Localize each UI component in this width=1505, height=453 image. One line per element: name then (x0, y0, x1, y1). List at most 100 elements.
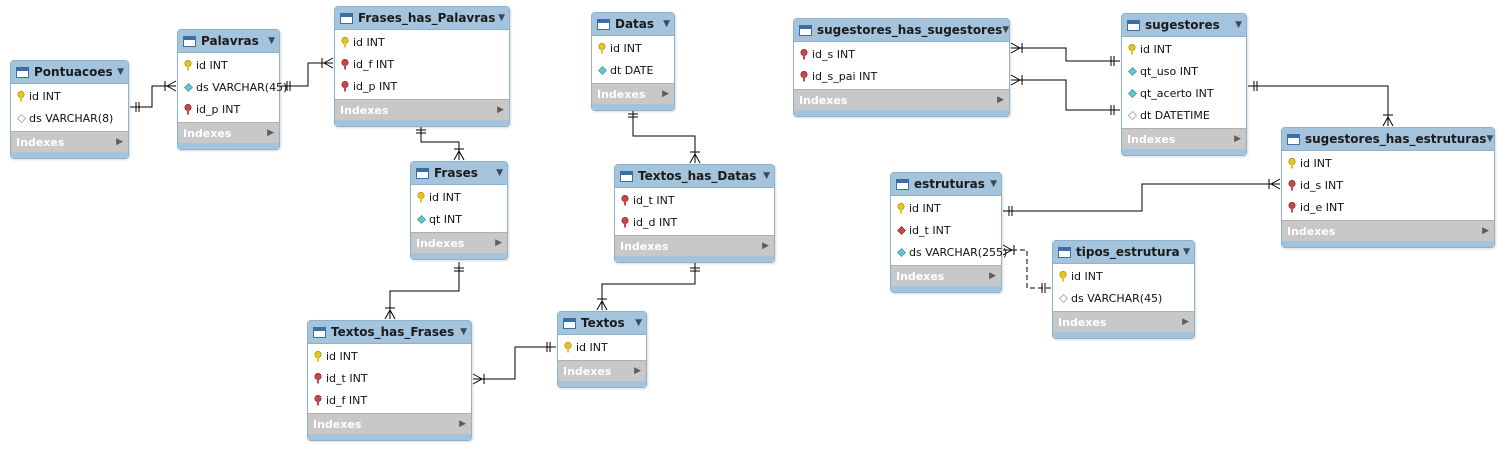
table-header[interactable]: Palavras▼ (178, 30, 279, 53)
indexes-bar[interactable]: Indexes▶ (558, 360, 646, 381)
expand-arrow-icon[interactable]: ▶ (1234, 134, 1241, 144)
expand-arrow-icon[interactable]: ▶ (634, 366, 641, 376)
column-row[interactable]: ds VARCHAR(45) (1053, 287, 1194, 309)
relationship-frases-to-textos-has-frases[interactable] (389, 262, 460, 319)
column-row[interactable]: qt INT (411, 208, 507, 230)
collapse-arrow-icon[interactable]: ▼ (498, 13, 505, 23)
expand-arrow-icon[interactable]: ▶ (662, 89, 669, 99)
column-row[interactable]: id_s_pai INT (794, 65, 1009, 87)
collapse-arrow-icon[interactable]: ▼ (990, 179, 997, 189)
table-header[interactable]: sugestores▼ (1122, 14, 1246, 37)
relationship-textos-to-textos-has-frases[interactable] (473, 346, 556, 380)
expand-arrow-icon[interactable]: ▶ (267, 128, 274, 138)
column-row[interactable]: id INT (558, 336, 646, 358)
collapse-arrow-icon[interactable]: ▼ (1486, 134, 1494, 144)
column-row[interactable]: id_d INT (615, 211, 774, 233)
table-header[interactable]: Frases_has_Palavras▼ (335, 7, 509, 30)
relationship-palavras-to-frases-has-palavras[interactable] (281, 62, 333, 87)
column-row[interactable]: ds VARCHAR(8) (11, 107, 128, 129)
column-row[interactable]: id_f INT (335, 53, 509, 75)
collapse-arrow-icon[interactable]: ▼ (268, 36, 275, 46)
indexes-bar[interactable]: Indexes▶ (891, 265, 1001, 286)
relationship-sugestores-to-sugestores-has-sugestores[interactable] (1011, 47, 1120, 62)
expand-arrow-icon[interactable]: ▶ (989, 271, 996, 281)
collapse-arrow-icon[interactable]: ▼ (1235, 20, 1242, 30)
indexes-bar[interactable]: Indexes▶ (335, 99, 509, 120)
column-row[interactable]: id_t INT (615, 189, 774, 211)
table-header[interactable]: tipos_estrutura▼ (1053, 241, 1194, 264)
column-row[interactable]: id_e INT (1282, 196, 1494, 218)
indexes-bar[interactable]: Indexes▶ (1122, 128, 1246, 149)
expand-arrow-icon[interactable]: ▶ (495, 238, 502, 248)
relationship-datas-to-textos-has-datas[interactable] (632, 108, 696, 163)
column-row[interactable]: id_p INT (178, 98, 279, 120)
relationship-textos-to-textos-has-datas[interactable] (601, 262, 696, 310)
indexes-bar[interactable]: Indexes▶ (308, 413, 471, 434)
expand-arrow-icon[interactable]: ▶ (762, 241, 769, 251)
expand-arrow-icon[interactable]: ▶ (1482, 226, 1489, 236)
collapse-arrow-icon[interactable]: ▼ (117, 67, 124, 77)
collapse-arrow-icon[interactable]: ▼ (663, 19, 670, 29)
relationship-pontuacoes-to-palavras[interactable] (130, 85, 176, 108)
expand-arrow-icon[interactable]: ▶ (497, 105, 504, 115)
table-header[interactable]: Textos▼ (558, 312, 646, 335)
column-row[interactable]: id INT (178, 54, 279, 76)
relationship-sugestores-to-sugestores-has-estruturas[interactable] (1248, 85, 1389, 126)
column-row[interactable]: id_s INT (794, 43, 1009, 65)
column-row[interactable]: dt DATE (592, 59, 674, 81)
column-row[interactable]: id_t INT (891, 219, 1001, 241)
indexes-bar[interactable]: Indexes▶ (178, 122, 279, 143)
column-row[interactable]: id INT (11, 85, 128, 107)
table-header[interactable]: Pontuacoes▼ (11, 61, 128, 84)
column-row[interactable]: id_p INT (335, 75, 509, 97)
column-row[interactable]: id INT (1122, 38, 1246, 60)
table-header[interactable]: Textos_has_Datas▼ (615, 165, 774, 188)
expand-arrow-icon[interactable]: ▶ (997, 95, 1004, 105)
indexes-bar[interactable]: Indexes▶ (592, 83, 674, 104)
column-row[interactable]: id_t INT (308, 367, 471, 389)
column-row[interactable]: id_f INT (308, 389, 471, 411)
table-header[interactable]: sugestores_has_estruturas▼ (1282, 128, 1494, 151)
table-header[interactable]: Textos_has_Frases▼ (308, 321, 471, 344)
collapse-arrow-icon[interactable]: ▼ (496, 168, 503, 178)
collapse-arrow-icon[interactable]: ▼ (1183, 247, 1190, 257)
indexes-bar[interactable]: Indexes▶ (794, 89, 1009, 110)
relationship-tipos-estrutura-to-estruturas[interactable] (1003, 249, 1051, 289)
table-header[interactable]: Frases▼ (411, 162, 507, 185)
column-row[interactable]: ds VARCHAR(255) (891, 241, 1007, 263)
column-row[interactable]: qt_uso INT (1122, 60, 1246, 82)
indexes-bar[interactable]: Indexes▶ (411, 232, 507, 253)
expand-arrow-icon[interactable]: ▶ (459, 419, 466, 429)
column-row[interactable]: id INT (1282, 152, 1494, 174)
collapse-arrow-icon[interactable]: ▼ (763, 171, 770, 181)
indexes-bar[interactable]: Indexes▶ (615, 235, 774, 256)
column-row[interactable]: id INT (592, 37, 674, 59)
column-row[interactable]: id INT (308, 345, 471, 367)
indexes-bar[interactable]: Indexes▶ (11, 131, 128, 152)
column-row[interactable]: id INT (891, 197, 1001, 219)
column-row[interactable]: ds VARCHAR(45) (178, 76, 287, 98)
expand-arrow-icon[interactable]: ▶ (1182, 317, 1189, 327)
collapse-arrow-icon[interactable]: ▼ (635, 318, 642, 328)
relationship-estruturas-to-sugestores-has-estruturas[interactable] (1003, 183, 1280, 212)
collapse-arrow-icon[interactable]: ▼ (460, 327, 467, 337)
table-header[interactable]: Datas▼ (592, 13, 674, 36)
relationship-sugestores-to-sugestores-has-sugestores[interactable] (1011, 79, 1120, 111)
column-row[interactable]: qt_acerto INT (1122, 82, 1246, 104)
relationship-frases-to-frases-has-palavras[interactable] (420, 124, 460, 160)
column-row[interactable]: id INT (1053, 265, 1194, 287)
column-row[interactable]: id INT (411, 186, 507, 208)
indexes-bar[interactable]: Indexes▶ (1053, 311, 1194, 332)
collapse-arrow-icon[interactable]: ▼ (1002, 25, 1010, 35)
